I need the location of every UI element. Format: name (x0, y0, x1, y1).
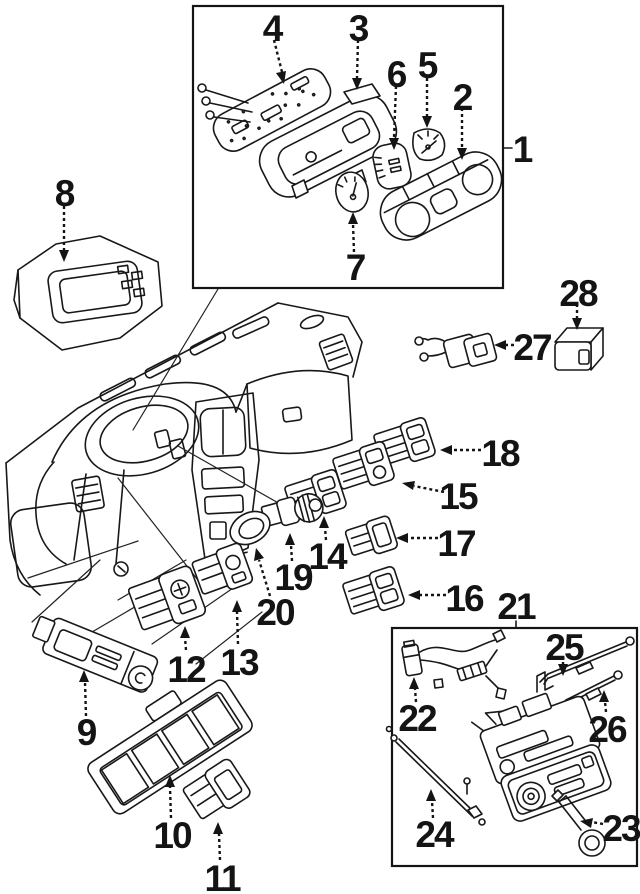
callout-16-arrow (408, 590, 446, 600)
callout-arrows (59, 39, 609, 861)
switch-13 (191, 542, 254, 595)
callout-11-arrow (213, 822, 223, 861)
callout-22: 22 (398, 698, 437, 739)
small-gauge (412, 128, 446, 162)
callout-23-arrow (580, 818, 604, 828)
callout-5-arrow (422, 78, 432, 128)
callout-24: 24 (415, 814, 455, 855)
cluster-group-box (191, 4, 505, 290)
cluster-screws (197, 83, 253, 123)
callout-10: 10 (153, 815, 192, 856)
cluster-hood-bezel (13, 235, 163, 351)
switch-bezel-10 (87, 679, 253, 815)
callout-28-arrow (572, 304, 582, 330)
callout-11: 11 (204, 858, 241, 894)
callout-16: 16 (445, 578, 484, 619)
callout-20-arrow (254, 548, 272, 597)
callout-8: 8 (55, 173, 75, 214)
callout-1: 1 (513, 129, 533, 170)
rocker-switch-16 (342, 566, 405, 615)
callout-14: 14 (308, 536, 348, 577)
panel-unit-9 (32, 615, 159, 693)
callout-4-arrow (272, 39, 286, 84)
switch-11 (182, 758, 251, 820)
leader-lines (117, 288, 297, 594)
callout-9-arrow (79, 670, 89, 717)
callout-18-arrow (440, 445, 481, 455)
callout-12: 12 (167, 649, 206, 690)
callout-10-arrow (165, 775, 175, 819)
callout-19: 19 (274, 557, 313, 598)
heater-knob-23 (551, 789, 606, 857)
callout-25: 25 (545, 627, 584, 668)
callout-6-arrow (389, 85, 399, 150)
callout-20: 20 (256, 592, 295, 633)
callout-26: 26 (588, 709, 627, 750)
callout-12-arrow (180, 626, 190, 651)
heater-control-mechanism (471, 692, 601, 785)
callout-17: 17 (437, 523, 475, 564)
callout-6: 6 (387, 54, 407, 95)
callout-18: 18 (481, 433, 520, 474)
callout-25-arrow (558, 656, 568, 676)
callout-24-arrow (426, 789, 436, 819)
heater-group-box (390, 626, 639, 868)
callout-23: 23 (602, 808, 640, 849)
callout-4: 4 (263, 8, 284, 49)
callout-27-arrow (494, 340, 514, 350)
callout-labels: 1 2 3 4 5 6 7 8 9 10 11 12 13 14 15 16 1… (55, 8, 640, 894)
callout-26-arrow (599, 690, 609, 713)
callout-27: 27 (513, 327, 551, 368)
callout-15-arrow (402, 481, 445, 494)
callout-19-arrow (285, 533, 295, 562)
heater-faceplate (500, 744, 612, 822)
callout-7: 7 (346, 247, 365, 288)
callout-21: 21 (497, 586, 536, 627)
cluster-lens (379, 151, 503, 241)
callout-13-arrow (232, 600, 242, 645)
switch-12 (127, 565, 207, 631)
callout-8-arrow (59, 206, 69, 262)
callout-3: 3 (349, 8, 369, 49)
long-cable-24 (385, 725, 486, 826)
callout-2-arrow (457, 108, 467, 160)
printed-circuit-plate (197, 68, 332, 152)
callout-22-arrow (409, 677, 419, 703)
small-gauge-2 (335, 171, 369, 213)
harness-22 (401, 629, 507, 700)
relay-cube (554, 327, 604, 371)
callout-9: 9 (77, 712, 97, 753)
callout-5: 5 (418, 45, 438, 86)
fuel-temp-gauge (372, 142, 412, 190)
callout-14-arrow (319, 516, 329, 541)
callout-7-arrow (348, 212, 358, 253)
relay-with-harness (414, 332, 498, 369)
callout-3-arrow (352, 39, 362, 90)
callout-2: 2 (453, 77, 473, 118)
blank-switch-17 (344, 515, 398, 556)
callout-17-arrow (396, 533, 438, 543)
callout-28: 28 (559, 273, 598, 314)
callout-15: 15 (439, 476, 478, 517)
callout-13: 13 (220, 642, 259, 683)
cluster-case (258, 83, 398, 199)
